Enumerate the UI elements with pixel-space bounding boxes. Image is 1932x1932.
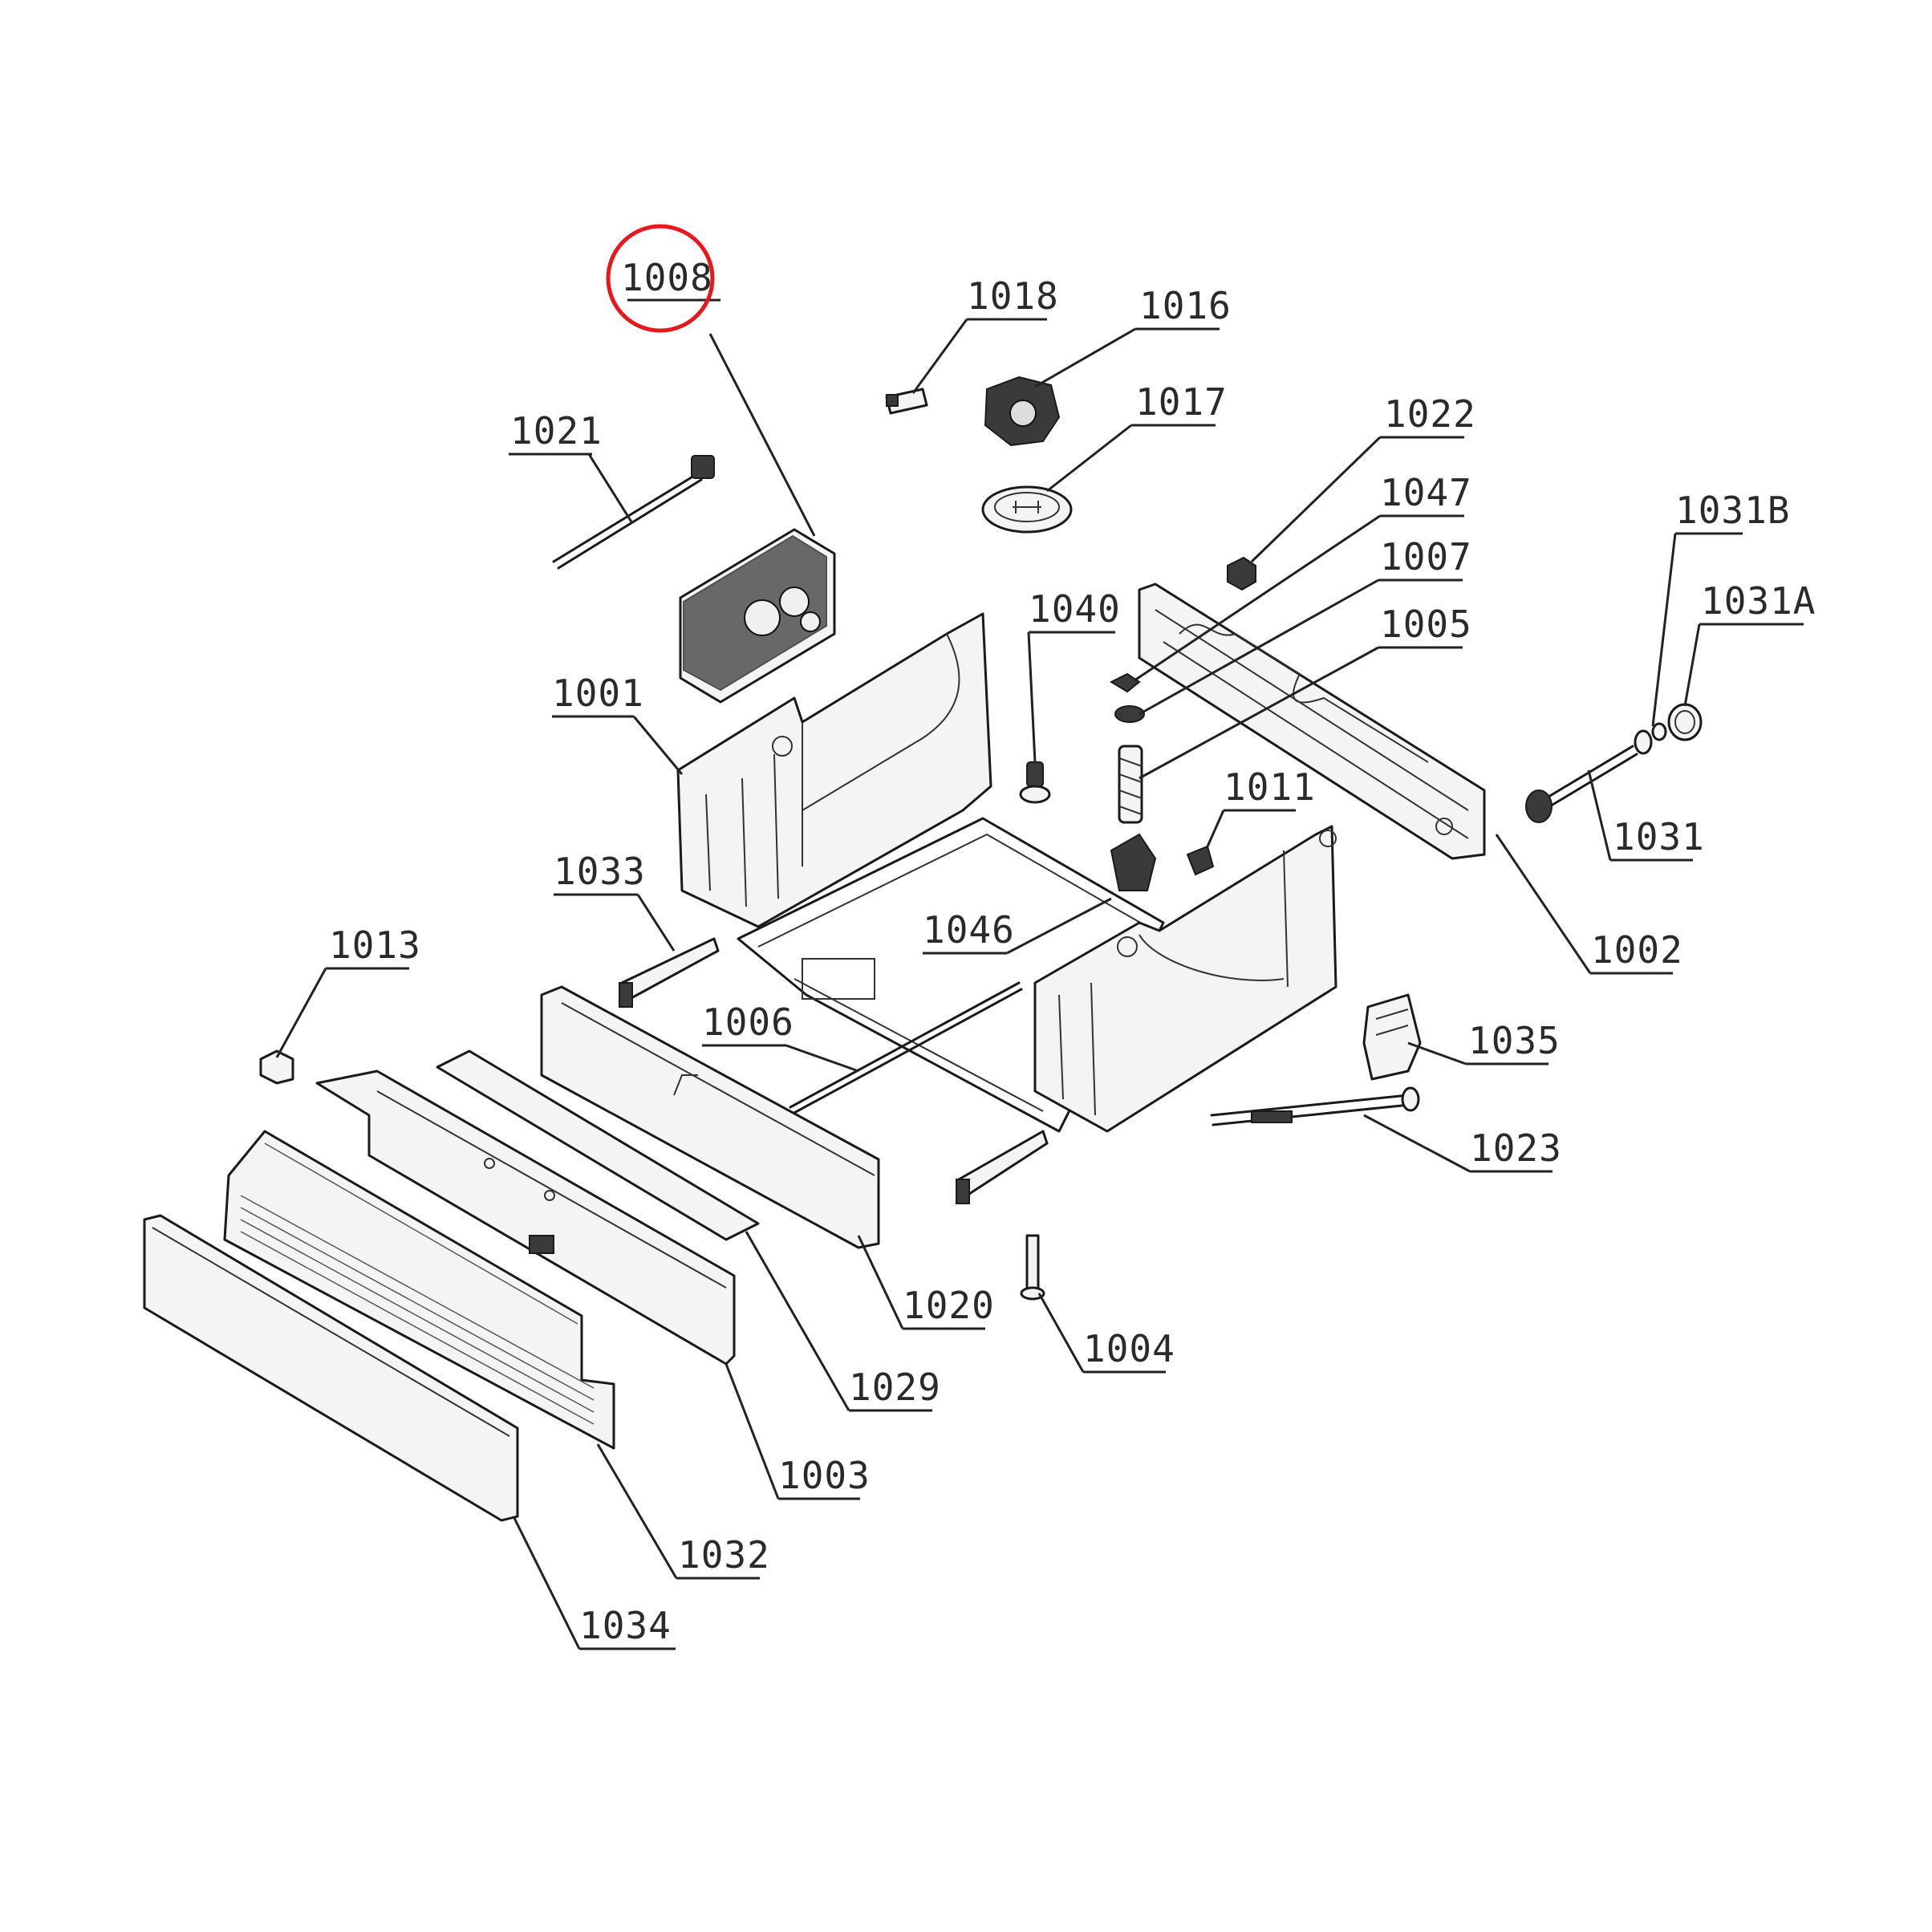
callout-1022: 1022 xyxy=(1384,392,1476,436)
callout-1007: 1007 xyxy=(1380,535,1472,578)
callout-1031a: 1031A xyxy=(1701,579,1816,623)
callout-1035: 1035 xyxy=(1468,1019,1561,1062)
part-1006-rod xyxy=(789,981,1023,1115)
callout-1001: 1001 xyxy=(552,672,644,715)
callout-1016: 1016 xyxy=(1139,284,1232,327)
callout-labels: 1008 1018 1016 1017 1021 1022 1047 1007 … xyxy=(329,256,1816,1647)
part-front-slide xyxy=(956,1130,1049,1204)
leader-lines xyxy=(275,298,1804,1650)
part-1001-frame xyxy=(676,612,992,928)
callout-1017: 1017 xyxy=(1135,380,1228,424)
highlight-circle xyxy=(606,224,715,333)
part-1035-bracket xyxy=(1362,993,1422,1081)
part-1047-cap xyxy=(1109,672,1141,693)
part-1018-clip xyxy=(885,388,928,415)
part-1016-pump xyxy=(984,375,1061,447)
part-1007-washer xyxy=(1114,705,1145,723)
callout-1047: 1047 xyxy=(1380,471,1472,514)
callout-1008: 1008 xyxy=(621,256,713,299)
callout-1046: 1046 xyxy=(923,908,1015,952)
part-1017-lid xyxy=(981,485,1073,534)
part-1021-power-cable xyxy=(552,455,715,570)
part-1002-rear-rail xyxy=(1138,582,1486,860)
callout-1013: 1013 xyxy=(329,923,421,967)
part-1011-foot xyxy=(1110,833,1215,891)
callout-1034: 1034 xyxy=(579,1604,672,1647)
callout-1023: 1023 xyxy=(1470,1126,1562,1170)
part-1023-hinge xyxy=(1210,1086,1420,1126)
callout-1003: 1003 xyxy=(778,1454,871,1497)
part-1022-nut xyxy=(1227,556,1256,591)
part-1033-slide xyxy=(619,937,720,1008)
part-1013-catch xyxy=(259,1049,294,1085)
callout-1032: 1032 xyxy=(678,1533,770,1577)
part-1034-front-panel xyxy=(143,1214,519,1522)
part-1031-hose xyxy=(1525,729,1653,823)
part-1031a-cap xyxy=(1667,703,1703,741)
callout-1033: 1033 xyxy=(554,850,646,893)
callout-1018: 1018 xyxy=(967,274,1059,318)
callout-1004: 1004 xyxy=(1083,1327,1175,1370)
callout-1020: 1020 xyxy=(903,1284,995,1327)
callout-1031b: 1031B xyxy=(1675,489,1790,532)
part-1032-grille xyxy=(223,1130,615,1450)
callout-1031: 1031 xyxy=(1613,815,1705,858)
callout-1040: 1040 xyxy=(1029,587,1121,631)
part-1029-strip xyxy=(436,1049,760,1241)
part-1031b-ring xyxy=(1651,722,1667,741)
callout-1011: 1011 xyxy=(1224,765,1316,809)
part-1001-frame-right xyxy=(1033,825,1337,1133)
callout-1006: 1006 xyxy=(702,1000,794,1044)
callout-1021: 1021 xyxy=(510,409,603,453)
part-1020-bracket xyxy=(540,985,880,1249)
callout-1029: 1029 xyxy=(849,1366,941,1409)
part-1005-spring xyxy=(1118,745,1143,824)
part-1040-valve xyxy=(1019,761,1051,804)
callout-1002: 1002 xyxy=(1591,928,1683,972)
callout-1005: 1005 xyxy=(1380,603,1472,646)
part-1003-door-frame xyxy=(315,1070,736,1366)
part-1008-control-board xyxy=(679,528,836,704)
part-1004-pin xyxy=(1020,1234,1045,1301)
